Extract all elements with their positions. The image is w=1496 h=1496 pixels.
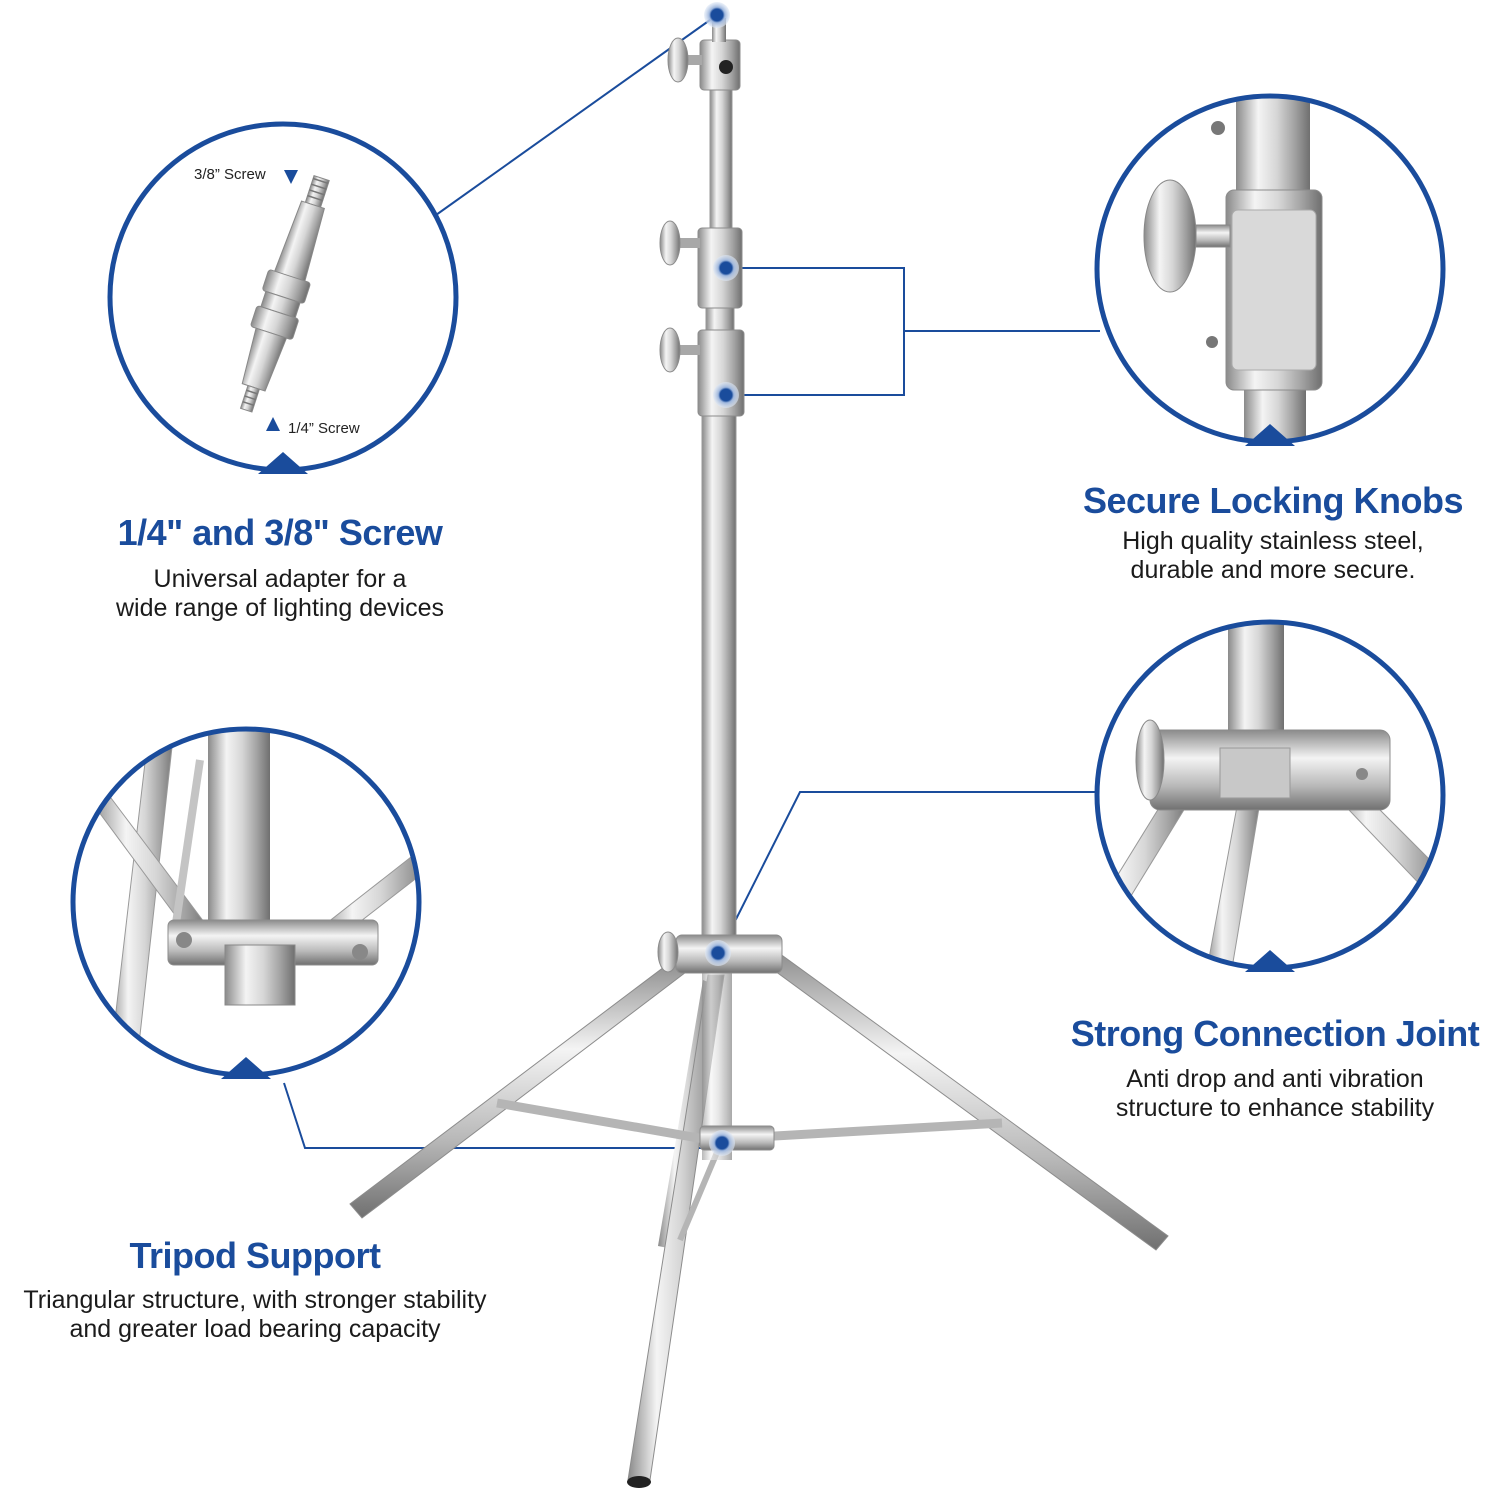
feature-title-knobs: Secure Locking Knobs [1082,480,1464,521]
feature-title-screw: 1/4" and 3/8" Screw [117,512,443,553]
stand-knob-lower [659,327,700,373]
circle-pointer [1245,950,1295,972]
feature-desc-tripod-line1: Triangular structure, with stronger stab… [23,1286,487,1314]
stand-foot [627,1476,651,1488]
callout-circle-screw [107,121,459,474]
marker-dot-brace [709,1130,735,1156]
marker-dots [704,2,739,1156]
feature-desc-joint: Anti drop and anti vibration structure t… [1060,1065,1490,1123]
locking-knob-icon [1143,96,1323,442]
feature-title-tripod: Tripod Support [129,1235,381,1276]
screw-label-bottom-arrow [266,417,280,431]
feature-desc-knobs: High quality stainless steel, durable an… [1040,527,1496,585]
stand-knob-top [667,37,702,83]
feature-desc-knobs-line1: High quality stainless steel, [1122,527,1424,555]
callout-circle-joint [1094,619,1446,972]
feature-desc-tripod: Triangular structure, with stronger stab… [0,1286,510,1344]
marker-dot-knob-upper [713,255,739,281]
circle-pointer [221,1057,271,1079]
feature-desc-screw-line1: Universal adapter for a [153,565,407,593]
stand-knob-joint [657,931,679,973]
marker-dot-top [704,2,730,28]
stand-knob-middle [659,220,700,266]
circle-pointer [1245,424,1295,446]
stand-collar-hole [719,60,733,74]
brace-left [496,1098,711,1145]
connection-joint-icon [1097,622,1443,968]
feature-desc-joint-line1: Anti drop and anti vibration [1126,1065,1424,1093]
stand-tube-bottom [701,394,737,956]
marker-dot-joint [705,940,731,966]
screw-label-top: 3/8” Screw [194,166,266,183]
stand-leg-left [349,957,687,1219]
connector-line-tripod [283,1082,722,1149]
feature-desc-screw: Universal adapter for a wide range of li… [40,565,520,623]
callout-circle-tripod [70,726,422,1079]
feature-desc-tripod-line2: and greater load bearing capacity [69,1315,441,1343]
connector-lines [283,14,1100,1149]
tripod-brace-icon [89,729,419,1075]
screw-label-top-arrow [284,170,298,184]
connector-line-joint [718,791,1098,954]
feature-desc-knobs-line2: durable and more secure. [1130,556,1416,584]
feature-desc-screw-line2: wide range of lighting devices [116,594,444,622]
callout-circle-knobs [1094,93,1446,446]
screw-label-bottom: 1/4” Screw [288,420,360,437]
marker-dot-knob-lower [713,382,739,408]
brace-right [739,1118,1003,1143]
circle-pointer [258,452,308,474]
screw-adapter-icon [239,175,330,413]
light-stand [349,18,1169,1488]
brace-back [677,1148,721,1242]
feature-title-joint: Strong Connection Joint [1070,1013,1480,1054]
feature-desc-joint-line2: structure to enhance stability [1115,1094,1435,1122]
connector-line-knobs [728,267,905,396]
